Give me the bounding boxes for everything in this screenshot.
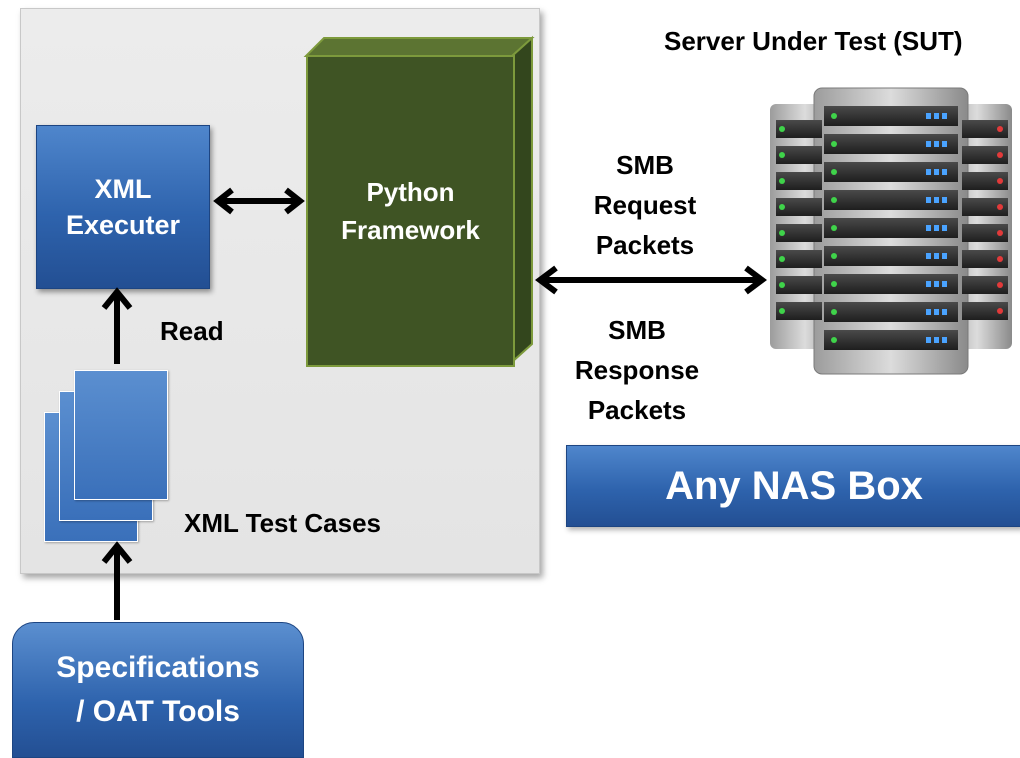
xml-executer-line1: XML [94, 174, 152, 204]
nas-banner: Any NAS Box [566, 445, 1020, 527]
smb-response-line1: SMB [608, 315, 666, 345]
server-rack-icon [770, 87, 1012, 375]
python-framework-3d-edges [303, 35, 535, 365]
test-case-doc-front [74, 370, 168, 500]
exec-framework-arrowhead-left [213, 187, 234, 215]
xml-executer-line2: Executer [65, 210, 181, 240]
exec-framework-arrowhead-right [284, 187, 305, 215]
read-arrowhead [101, 287, 133, 310]
python-framework-box: Python Framework [306, 55, 515, 367]
smb-request-line2: Request [593, 190, 697, 220]
specifications-box: Specifications / OAT Tools [12, 622, 304, 758]
sut-title: Server Under Test (SUT) [664, 26, 963, 56]
smb-response-line2: Response [574, 355, 700, 385]
xml-executer-box: XML Executer [36, 125, 210, 289]
python-framework-line1: Python [366, 177, 455, 207]
smb-arrowhead-left [535, 265, 558, 295]
smb-arrowhead-right [744, 265, 767, 295]
smb-request-line3: Packets [595, 230, 695, 260]
specs-arrowhead [101, 541, 133, 564]
python-framework-line2: Framework [341, 215, 480, 245]
specifications-line2: / OAT Tools [76, 695, 240, 728]
smb-request-line1: SMB [616, 150, 674, 180]
read-label: Read [160, 316, 224, 346]
smb-response-label: SMB Response Packets [552, 310, 722, 430]
server-bays [776, 106, 1008, 350]
smb-response-line3: Packets [587, 395, 687, 425]
test-cases-label: XML Test Cases [184, 508, 382, 538]
smb-request-label: SMB Request Packets [560, 145, 730, 265]
specifications-line1: Specifications [56, 651, 260, 684]
